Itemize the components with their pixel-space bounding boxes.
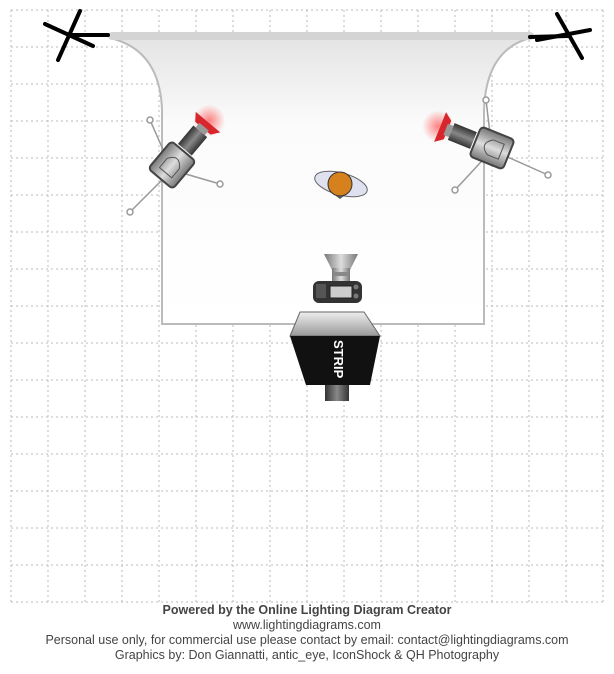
boom-stand-left [43, 9, 110, 62]
camera [313, 254, 362, 303]
strobe-right [422, 96, 552, 194]
strobe-left [126, 104, 226, 216]
footer-title: Powered by the Online Lighting Diagram C… [162, 603, 452, 617]
footer-credits: Graphics by: Don Giannatti, antic_eye, I… [114, 648, 500, 662]
strip-softbox: STRIP [289, 311, 381, 401]
footer-license: Personal use only, for commercial use pl… [45, 633, 569, 647]
boom-stand-right [528, 12, 592, 60]
footer-website-link[interactable]: www.lightingdiagrams.com [233, 618, 381, 632]
subject [314, 170, 368, 199]
footer: Powered by the Online Lighting Diagram C… [0, 603, 614, 663]
softbox-label: STRIP [331, 340, 346, 379]
lighting-diagram: STRIP [10, 9, 604, 603]
